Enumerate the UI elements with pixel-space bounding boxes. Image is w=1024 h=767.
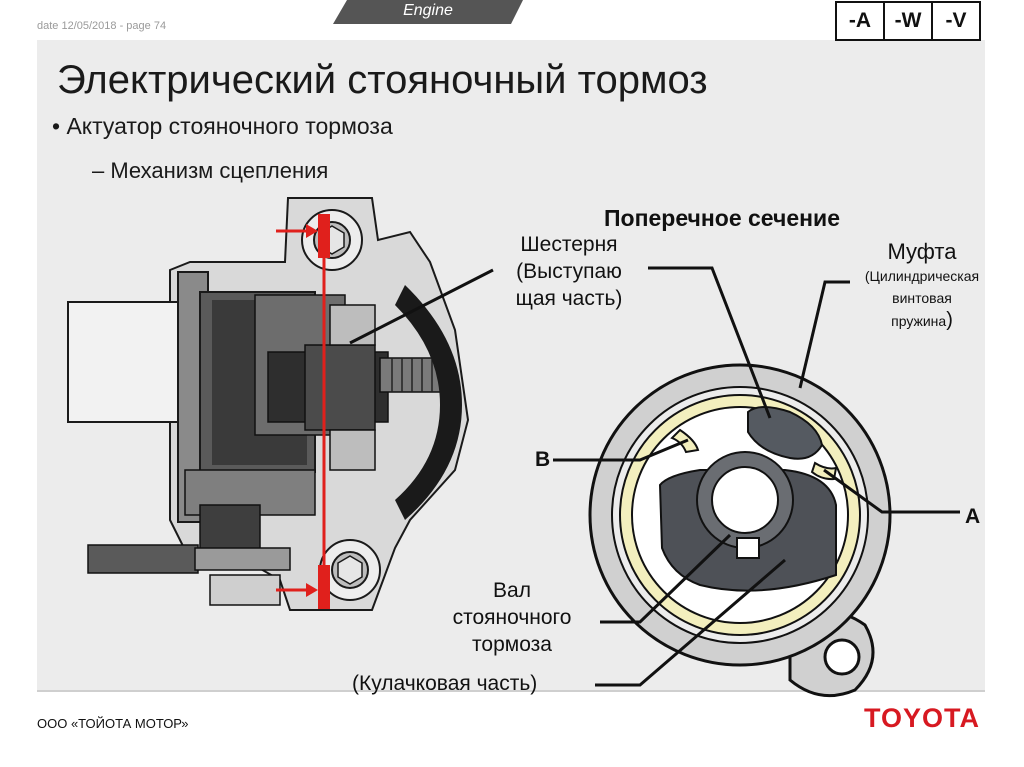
clutch-label-sub-1: (Цилиндрическая <box>864 268 980 284</box>
section-tab <box>333 0 523 24</box>
variant-code-w: -W <box>885 3 933 39</box>
section-tab-shape <box>333 0 523 24</box>
cam-label: (Кулачковая часть) <box>352 672 538 695</box>
sub-bullet-clutch-mechanism: – Механизм сцепления <box>92 158 329 183</box>
cross-section-title: Поперечное сечение <box>604 205 840 231</box>
marker-a: A <box>965 505 981 528</box>
gear-label: Шестерня (Выступаю щая часть) <box>495 231 643 312</box>
toyota-logo: TOYOTA <box>864 703 981 733</box>
actuator-cutaway-illustration <box>67 197 470 611</box>
variant-code-v: -V <box>945 9 967 32</box>
shaft-label-line-2: стояночного <box>452 606 572 629</box>
footer-divider <box>37 690 985 692</box>
gear-label-line-3: щая часть) <box>515 287 623 310</box>
clutch-label-sub-3-text: пружина <box>891 313 947 329</box>
clutch-label-sub-2: винтовая <box>892 290 952 306</box>
variant-codes: -A -W -V <box>835 1 981 41</box>
shaft-label-line-1: Вал <box>493 579 531 602</box>
footer-company: ООО «ТОЙОТА МОТОР» <box>37 716 189 731</box>
gear-callout-line-left <box>349 268 494 345</box>
shaft-label: Вал стояночного тормоза <box>432 577 592 658</box>
date-page-stamp: date 12/05/2018 - page 74 <box>37 20 167 32</box>
section-tab-label: Engine <box>403 2 453 19</box>
clutch-label-close-paren: ) <box>946 309 953 331</box>
cross-section-illustration <box>588 363 892 698</box>
gear-label-line-2: (Выступаю <box>516 260 622 283</box>
gear-label-line-1: Шестерня <box>520 233 618 256</box>
slide-title: Электрический стояночный тормоз <box>57 58 708 102</box>
clutch-label-sub-3: пружина) <box>852 309 992 332</box>
clutch-label-title: Муфта <box>887 239 957 264</box>
cross-section-callouts <box>553 266 960 687</box>
section-cut-marker <box>276 214 330 609</box>
bullet-actuator: • Актуатор стояночного тормоза <box>52 113 393 139</box>
variant-code-a: -A <box>837 3 885 39</box>
marker-b: B <box>535 448 551 471</box>
shaft-label-line-3: тормоза <box>472 633 552 656</box>
clutch-label: Муфта (Цилиндрическая винтовая пружина) <box>852 238 992 332</box>
